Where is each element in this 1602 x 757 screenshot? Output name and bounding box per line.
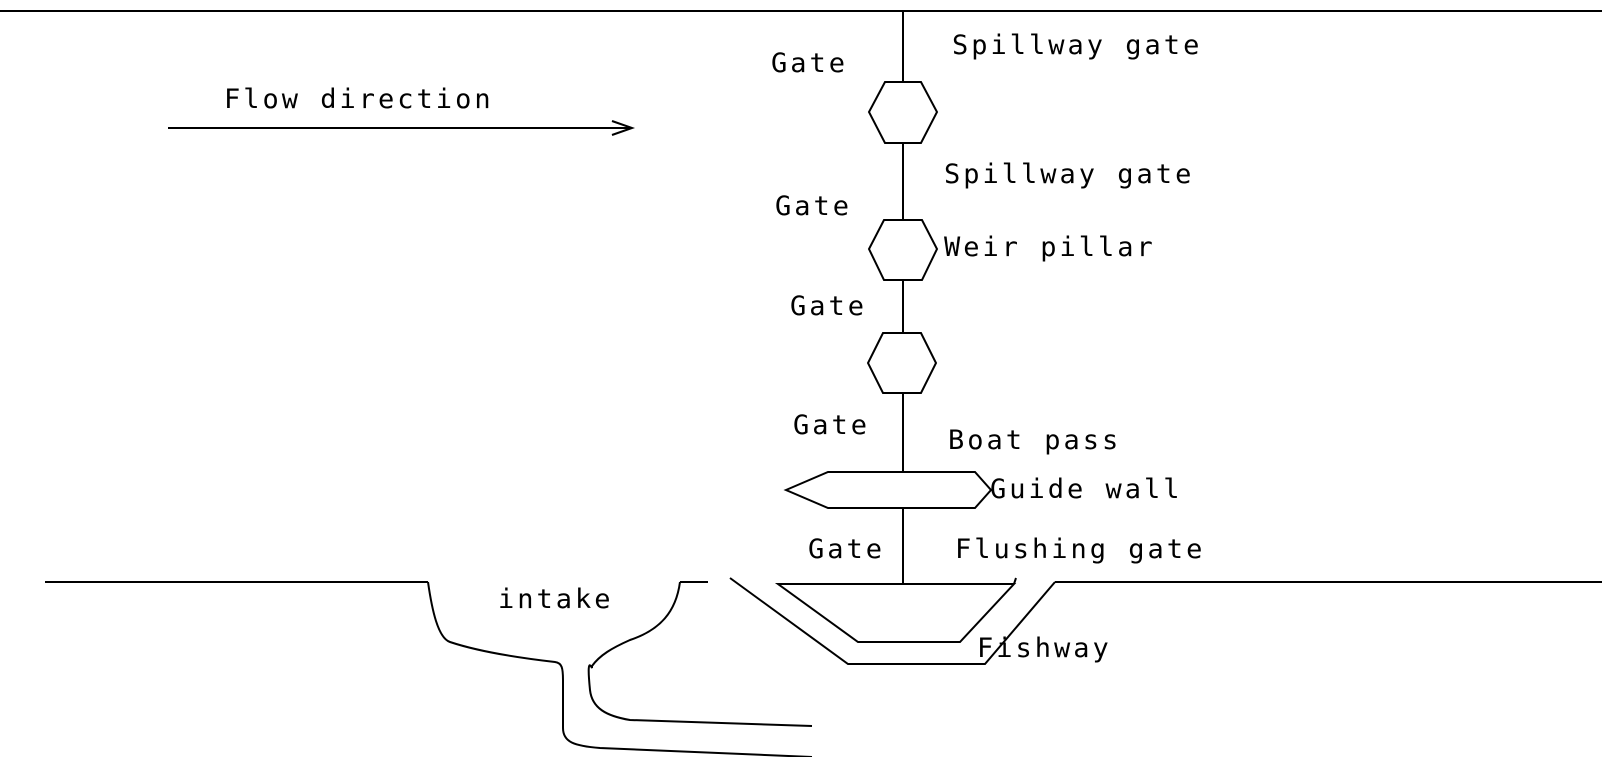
gate-label-1: Gate [771,48,848,79]
flow-arrow-head [611,120,636,136]
flow-direction-arrow [168,120,636,136]
spillway-gate-label-1: Spillway gate [952,30,1202,61]
intake-label: intake [498,584,614,615]
intake-channel-right-wall [587,581,813,727]
flushing-gate-label: Flushing gate [955,534,1205,565]
weir-pillar-label: Weir pillar [944,232,1156,263]
spillway-gate-label-2: Spillway gate [944,159,1194,190]
fishway-inner-top [1013,577,1017,585]
weir-pillar-3 [866,332,938,394]
guide-wall [783,471,993,509]
gate-label-2: Gate [775,191,852,222]
weir-pillar-2 [867,219,939,281]
weir-pillar-1 [867,81,939,144]
guide-wall-label: Guide wall [990,474,1183,505]
flushing-gate-basin [774,583,1017,643]
fishway-label: Fishway [977,633,1112,664]
gate-label-3: Gate [790,291,867,322]
gate-label-5: Gate [808,534,885,565]
flow-direction-label: Flow direction [224,84,494,115]
gate-label-4: Gate [793,410,870,441]
fishway-outer-wall [729,577,1056,665]
intake-channel-left-wall [427,581,813,757]
boat-pass-label: Boat pass [948,425,1121,456]
